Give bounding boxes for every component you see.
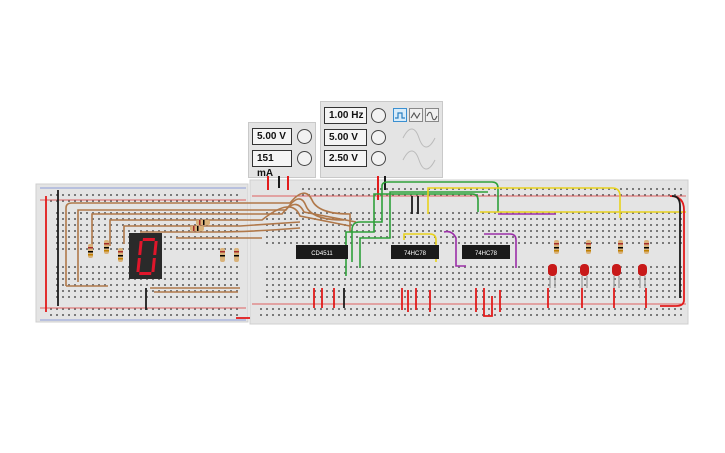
current-knob[interactable]	[297, 151, 312, 166]
chip-label: 74HC78	[404, 251, 427, 257]
resistor	[618, 240, 623, 254]
power-supply-panel[interactable]: 5.00 V 151 mA	[248, 122, 316, 179]
resistor	[586, 240, 591, 254]
offset-readout: 2.50 V	[324, 150, 367, 167]
voltage-knob[interactable]	[297, 129, 312, 144]
resistor	[104, 240, 109, 254]
resistor	[190, 226, 204, 231]
amplitude-knob[interactable]	[371, 130, 386, 145]
seven-segment-display: 0	[129, 233, 162, 279]
amplitude-readout: 5.00 V	[324, 129, 367, 146]
instrument-leads	[267, 176, 386, 200]
resistor	[220, 248, 225, 262]
red-led	[612, 264, 621, 288]
chip-74hc78-a: 74HC78	[391, 245, 439, 259]
resistor	[554, 240, 559, 254]
brown-wire-bus	[65, 192, 357, 293]
triangle-wave-icon[interactable]	[409, 108, 423, 122]
chip-label: 74HC78	[475, 251, 498, 257]
frequency-readout: 1.00 Hz	[324, 107, 367, 124]
red-led	[580, 264, 589, 288]
square-wave-icon[interactable]	[393, 108, 407, 122]
chip-label: CD4511	[311, 251, 333, 257]
voltage-readout: 5.00 V	[252, 128, 292, 145]
resistor	[88, 244, 93, 258]
resistor	[234, 248, 239, 262]
waveform-preview-icon	[402, 128, 436, 170]
resistor	[644, 240, 649, 254]
yellow-wires	[403, 187, 686, 262]
chip-74hc78-b: 74HC78	[462, 245, 510, 259]
green-wires	[345, 181, 499, 276]
function-generator-panel[interactable]: 1.00 Hz 5.00 V 2.50 V	[320, 101, 443, 178]
red-jumpers	[45, 195, 685, 319]
red-led	[548, 264, 557, 288]
resistor	[118, 248, 123, 262]
resistors	[88, 220, 649, 262]
current-readout: 151 mA	[252, 150, 292, 179]
red-led	[638, 264, 647, 288]
black-wires	[57, 190, 681, 310]
leds	[548, 264, 647, 288]
frequency-knob[interactable]	[371, 108, 386, 123]
sine-wave-icon[interactable]	[425, 108, 439, 122]
resistor	[196, 220, 210, 225]
chip-cd4511: CD4511	[296, 245, 348, 259]
purple-wires	[443, 213, 556, 268]
offset-knob[interactable]	[371, 151, 386, 166]
